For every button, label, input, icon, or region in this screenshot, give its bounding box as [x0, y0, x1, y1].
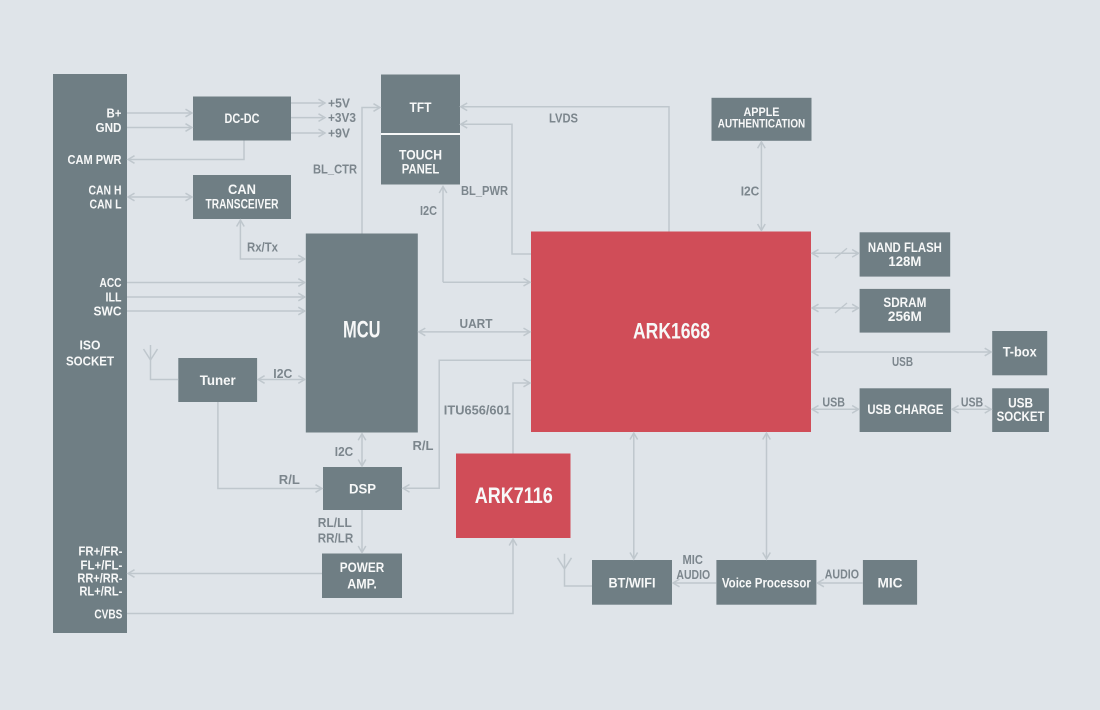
svg-text:TOUCH: TOUCH — [399, 148, 442, 163]
svg-text:ACC: ACC — [100, 275, 122, 290]
svg-text:USB: USB — [1008, 395, 1033, 410]
svg-text:USB: USB — [822, 395, 845, 410]
svg-text:AUDIO: AUDIO — [825, 567, 859, 582]
svg-text:TFT: TFT — [410, 100, 433, 115]
svg-text:B+: B+ — [107, 106, 122, 121]
svg-text:BL_CTR: BL_CTR — [313, 162, 358, 177]
svg-text:I2C: I2C — [420, 203, 438, 218]
svg-text:FL+/FL-: FL+/FL- — [80, 558, 122, 573]
svg-text:Voice Processor: Voice Processor — [722, 576, 812, 591]
svg-text:DSP: DSP — [349, 482, 376, 497]
svg-text:USB: USB — [961, 395, 983, 410]
svg-text:CAN L: CAN L — [90, 197, 122, 212]
svg-text:MIC: MIC — [683, 552, 704, 567]
svg-text:POWER: POWER — [340, 560, 385, 575]
svg-text:ISO: ISO — [80, 338, 101, 353]
svg-text:I2C: I2C — [741, 183, 760, 198]
svg-text:T-box: T-box — [1003, 345, 1037, 360]
svg-text:ITU656/601: ITU656/601 — [444, 403, 511, 418]
svg-text:FR+/FR-: FR+/FR- — [78, 544, 122, 559]
svg-text:+5V: +5V — [328, 96, 350, 111]
svg-text:Rx/Tx: Rx/Tx — [247, 240, 279, 255]
svg-text:USB: USB — [892, 354, 913, 369]
svg-text:256M: 256M — [888, 309, 922, 324]
svg-text:UART: UART — [460, 316, 493, 331]
svg-text:AUTHENTICATION: AUTHENTICATION — [718, 119, 805, 131]
svg-text:MCU: MCU — [343, 317, 381, 344]
svg-text:ARK7116: ARK7116 — [475, 483, 553, 508]
svg-text:APPLE: APPLE — [744, 107, 780, 119]
svg-text:CAM PWR: CAM PWR — [68, 152, 123, 167]
svg-text:128M: 128M — [888, 254, 921, 269]
svg-text:RL+/RL-: RL+/RL- — [79, 584, 122, 599]
svg-text:CAN: CAN — [228, 182, 256, 197]
svg-text:ARK1668: ARK1668 — [633, 319, 710, 344]
svg-text:+3V3: +3V3 — [328, 110, 356, 125]
svg-text:DC-DC: DC-DC — [225, 111, 260, 126]
svg-text:+9V: +9V — [328, 126, 350, 141]
svg-text:CVBS: CVBS — [94, 607, 122, 622]
svg-text:LVDS: LVDS — [549, 111, 578, 126]
svg-text:MIC: MIC — [878, 576, 903, 591]
svg-text:R/L: R/L — [413, 438, 434, 453]
svg-text:R/L: R/L — [279, 472, 300, 487]
svg-text:CAN H: CAN H — [89, 183, 122, 198]
svg-text:AUDIO: AUDIO — [676, 567, 710, 582]
svg-text:NAND FLASH: NAND FLASH — [868, 240, 942, 255]
svg-text:I2C: I2C — [273, 366, 293, 381]
svg-text:SOCKET: SOCKET — [66, 354, 114, 369]
svg-text:AMP.: AMP. — [347, 576, 377, 591]
svg-text:ILL: ILL — [106, 290, 122, 305]
svg-text:Tuner: Tuner — [200, 373, 237, 388]
svg-text:USB CHARGE: USB CHARGE — [867, 402, 943, 417]
svg-text:RR+/RR-: RR+/RR- — [77, 571, 122, 586]
svg-text:RL/LL: RL/LL — [318, 515, 352, 530]
svg-text:SWC: SWC — [94, 304, 123, 319]
svg-text:BL_PWR: BL_PWR — [461, 183, 509, 198]
svg-text:BT/WIFI: BT/WIFI — [609, 576, 656, 591]
svg-text:SOCKET: SOCKET — [997, 409, 1046, 424]
svg-text:GND: GND — [96, 120, 122, 135]
svg-text:I2C: I2C — [335, 444, 354, 459]
svg-text:PANEL: PANEL — [402, 161, 440, 176]
svg-text:TRANSCEIVER: TRANSCEIVER — [206, 197, 279, 212]
svg-text:SDRAM: SDRAM — [883, 295, 926, 310]
svg-text:RR/LR: RR/LR — [318, 531, 354, 546]
